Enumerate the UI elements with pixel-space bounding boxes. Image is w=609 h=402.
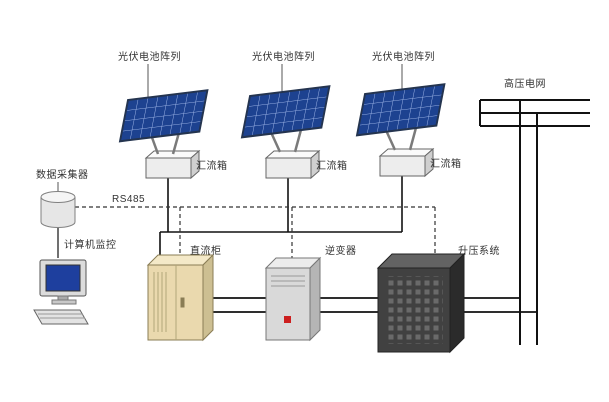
dc-bus-lines [159, 176, 403, 262]
inverter-label: 逆变器 [325, 246, 357, 257]
pv-array-label-2: 光伏电池阵列 [252, 52, 315, 63]
inverter-cabinet [264, 256, 322, 342]
data-collector-label: 数据采集器 [36, 170, 89, 181]
pv-array-label-3: 光伏电池阵列 [372, 52, 435, 63]
computer-keyboard [33, 309, 89, 325]
boost-system-label: 升压系统 [458, 246, 500, 257]
combiner-label-1: 汇流箱 [196, 161, 228, 172]
dc-cabinet-label: 直流柜 [190, 246, 222, 257]
combiner-box-1 [144, 149, 201, 180]
combiner-box-2 [264, 149, 321, 180]
pv-panel-1 [118, 89, 209, 143]
inverter-indicator [284, 316, 291, 323]
pv-panel-2 [240, 85, 331, 139]
combiner-label-2: 汇流箱 [316, 161, 348, 172]
combiner-box-3 [378, 147, 435, 178]
pv-panel-3 [355, 83, 446, 137]
hv-grid-lines [479, 99, 590, 345]
pv-array-label-1: 光伏电池阵列 [118, 52, 181, 63]
rs485-dashed-lines [75, 206, 436, 260]
dc-cabinet [146, 253, 215, 342]
power-interconnect-lines [203, 297, 537, 313]
boost-system-cabinet [376, 252, 466, 354]
rs485-label: RS485 [112, 194, 146, 205]
label-leader-lines [57, 64, 403, 193]
combiner-label-3: 汇流箱 [430, 159, 462, 170]
hv-grid-label: 高压电网 [504, 79, 546, 90]
data-collector-cylinder [40, 191, 76, 228]
computer-monitor [39, 259, 87, 305]
computer-label: 计算机监控 [64, 240, 117, 251]
